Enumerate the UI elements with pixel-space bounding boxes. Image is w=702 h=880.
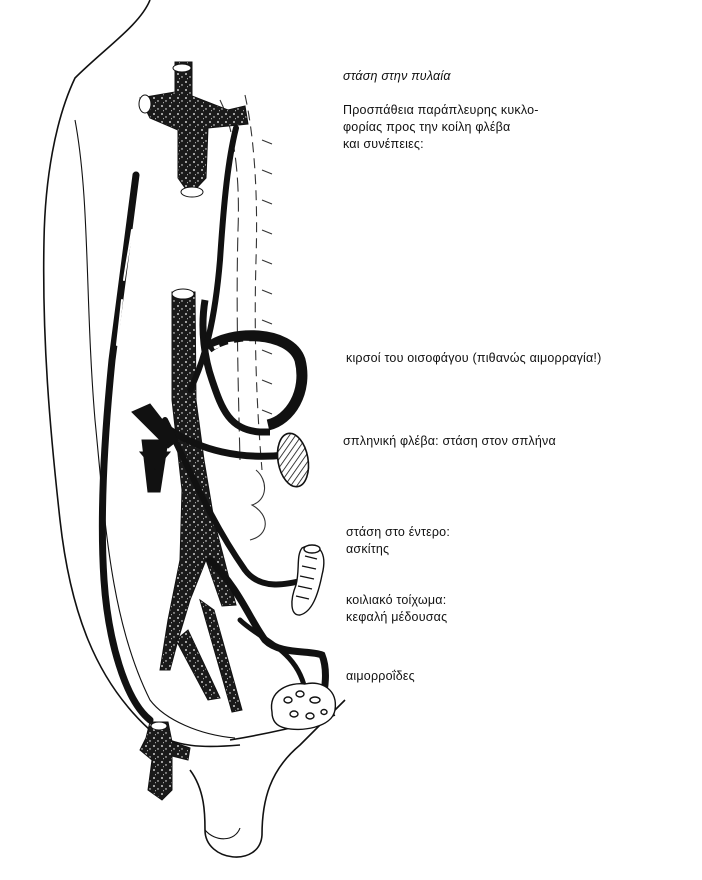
- splenic-branch: [132, 404, 178, 492]
- femoral-vein: [140, 722, 190, 800]
- label-esophageal-varices: κιρσοί του οισοφάγου (πιθανώς αιμορραγία…: [346, 350, 696, 367]
- label-hemorrhoids: αιμορροΐδες: [346, 668, 546, 685]
- diagram-title: στάση στην πυλαία: [343, 68, 451, 85]
- label-abdominal-wall: κοιλιακό τοίχωμα: κεφαλή μέδουσας: [346, 592, 646, 626]
- hemorrhoidal-plexus: [272, 683, 336, 729]
- intestine-loop: [292, 545, 324, 615]
- label-splenic-vein: σπληνική φλέβα: στάση στον σπλήνα: [343, 433, 683, 450]
- esophageal-varices: [203, 300, 302, 432]
- intro-text: Προσπάθεια παράπλευρης κυκλο- φορίας προ…: [343, 102, 683, 153]
- spleen: [274, 431, 313, 489]
- superior-vena-cava: [139, 62, 248, 197]
- label-intestine: στάση στο έντερο: ασκίτης: [346, 524, 646, 558]
